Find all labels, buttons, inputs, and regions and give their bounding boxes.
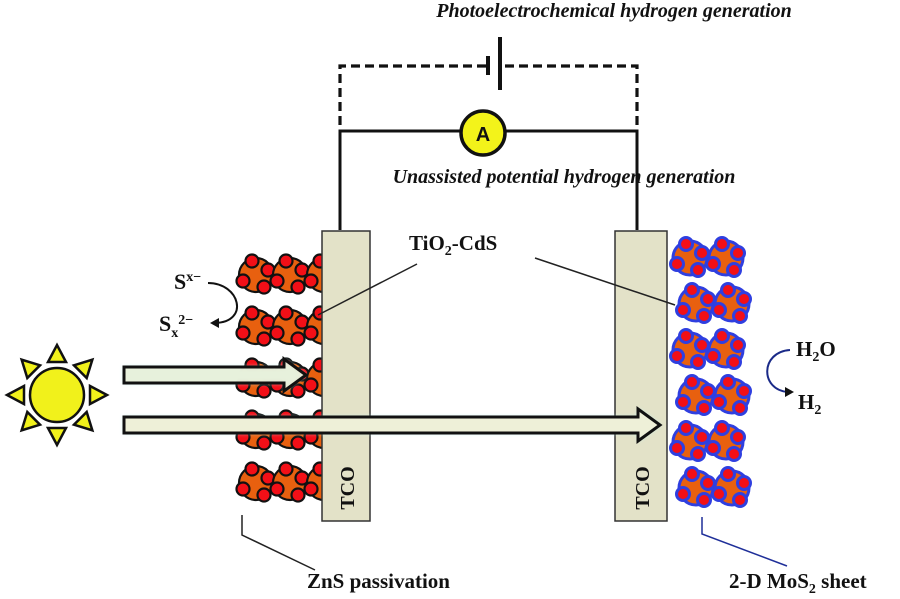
sulfide-redox-arrow [207,282,238,328]
nanoparticle [711,374,752,416]
callout-zns [241,515,316,571]
callout-mos2 [701,517,788,567]
sun-ray [71,357,95,381]
nanoparticle [269,253,310,295]
nanoparticle [675,466,716,508]
dashed-wire-left [338,64,486,125]
label-zns-passivation: ZnS passivation [307,569,450,593]
nanoparticle [235,305,276,347]
tco-label-right: TCO [632,466,654,509]
nanoparticle [711,466,752,508]
direct-circuit [338,129,639,230]
nanoparticle [675,374,716,416]
light-arrow-short [122,356,309,394]
nanoparticle [711,282,752,324]
ammeter: A [459,109,507,157]
sun-icon [4,342,110,448]
callout-tio2-left [317,263,418,316]
water-reduction-arrow [766,349,794,397]
nanoparticle [705,328,746,370]
sun-ray [45,426,69,448]
battery-icon [486,37,502,90]
label-h2o: H2O [796,337,836,365]
sun-ray [19,357,43,381]
callout-lines [241,257,788,571]
ammeter-label: A [476,124,490,146]
external-bias-circuit [338,64,639,125]
sun-ray [4,383,26,407]
title-unassisted: Unassisted potential hydrogen generation [393,166,736,188]
nanoparticle [705,420,746,462]
nanoparticle [235,461,276,503]
callout-tio2-right [534,257,676,306]
nanoparticle [669,328,710,370]
label-h2: H2 [798,390,821,418]
label-tio2-cds: TiO2-CdS [409,231,497,259]
dashed-wire-right [505,64,639,125]
nanoparticle [675,282,716,324]
sun-ray [88,383,110,407]
nanoparticle [235,253,276,295]
sun-ray [19,409,43,433]
label-sx-minus: Sx− [174,269,201,294]
sun-ray [45,342,69,364]
tco-electrode-left: TCO [321,230,371,522]
mos2-coated-particles-right [669,236,752,508]
light-arrow-long [122,406,663,444]
ammeter-icon [459,109,507,157]
sun-ray [71,409,95,433]
label-mos2-sheet: 2-D MoS2 sheet [729,569,867,597]
nanoparticle [269,461,310,503]
nanoparticle [269,305,310,347]
title-photoelectrochemical: Photoelectrochemical hydrogen generation [435,0,792,22]
nanoparticle [669,420,710,462]
tco-label-left: TCO [337,466,359,509]
nanoparticle [669,236,710,278]
tco-electrode-right: TCO [614,230,668,522]
label-sx-2minus: Sx2− [159,311,193,341]
nanoparticle [705,236,746,278]
